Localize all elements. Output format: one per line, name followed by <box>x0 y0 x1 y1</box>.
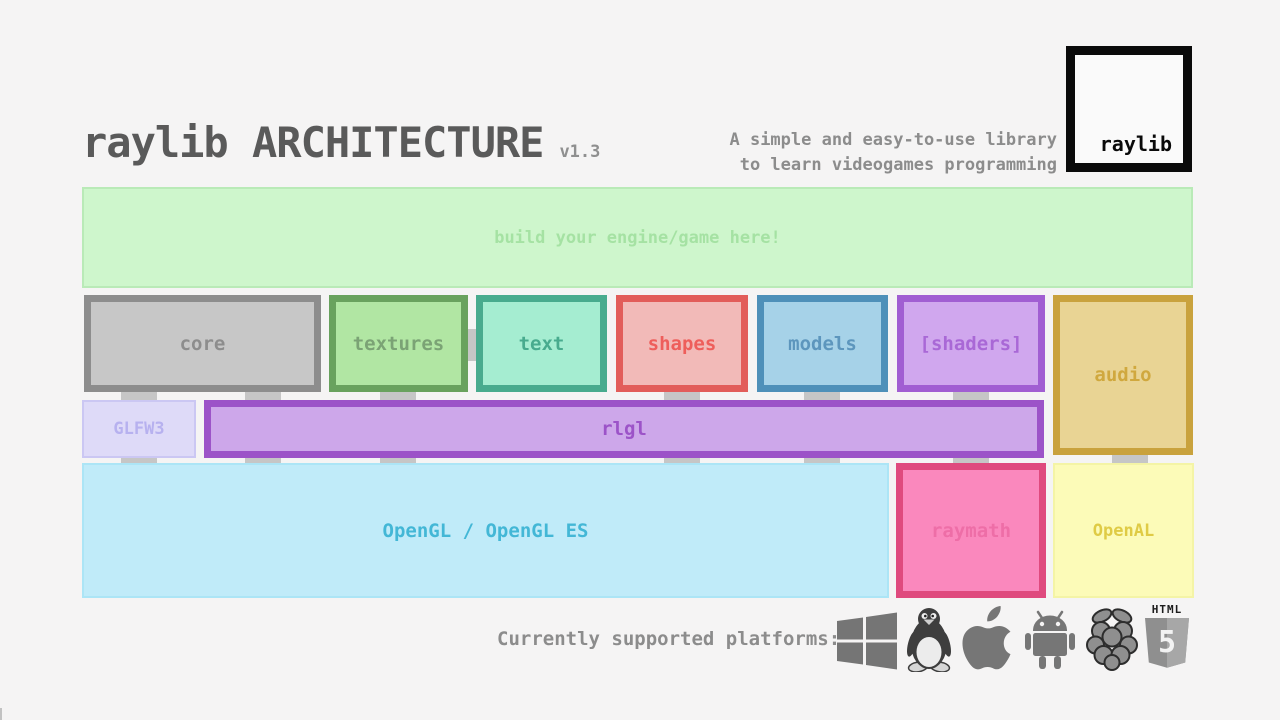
windows-icon <box>837 612 897 670</box>
library-opengl-label: OpenGL / OpenGL ES <box>382 519 589 542</box>
engine-box-label: build your engine/game here! <box>494 227 781 248</box>
module-textures-label: textures <box>352 332 445 355</box>
page-title-row: raylib ARCHITECTURE v1.3 <box>82 122 600 164</box>
library-glfw3-label: GLFW3 <box>113 419 165 439</box>
html5-icon: HTML 5 <box>1145 603 1189 668</box>
page-title: raylib ARCHITECTURE <box>82 118 544 167</box>
raspberry-pi-icon <box>1086 608 1138 671</box>
module-text-label: text <box>518 332 565 355</box>
library-openal: OpenAL <box>1053 463 1194 598</box>
engine-box: build your engine/game here! <box>82 187 1193 288</box>
module-audio: audio <box>1053 295 1193 455</box>
module-models-label: models <box>788 332 857 355</box>
tagline: A simple and easy-to-use library to lear… <box>729 128 1057 178</box>
module-audio-label: audio <box>1094 364 1152 386</box>
library-openal-label: OpenAL <box>1092 520 1155 541</box>
tagline-line-2: to learn videogames programming <box>739 155 1057 175</box>
module-rlgl: rlgl <box>204 400 1044 458</box>
version-label: v1.3 <box>559 142 601 162</box>
module-core: core <box>84 295 321 392</box>
library-opengl: OpenGL / OpenGL ES <box>82 463 889 598</box>
module-core-label: core <box>179 332 226 355</box>
library-glfw3: GLFW3 <box>82 400 196 458</box>
platforms-label: Currently supported platforms: <box>497 628 841 650</box>
module-rlgl-label: rlgl <box>601 418 647 440</box>
tagline-line-1: A simple and easy-to-use library <box>729 130 1057 150</box>
module-models: models <box>757 295 888 392</box>
module-shaders-label: [shaders] <box>919 332 1023 355</box>
module-shaders: [shaders] <box>897 295 1045 392</box>
apple-icon <box>962 606 1011 670</box>
module-raymath-label: raymath <box>930 519 1012 542</box>
svg-text:5: 5 <box>1158 625 1176 660</box>
svg-text:HTML: HTML <box>1152 603 1183 616</box>
raylib-logo-text: raylib <box>1099 132 1172 156</box>
android-icon <box>1025 610 1075 669</box>
module-shapes-label: shapes <box>647 332 717 355</box>
module-textures: textures <box>329 295 468 392</box>
linux-tux-icon <box>907 608 951 672</box>
module-raymath: raymath <box>896 463 1046 598</box>
module-text: text <box>476 295 607 392</box>
module-shapes: shapes <box>616 295 748 392</box>
screen-edge-artifact <box>0 708 2 720</box>
raylib-logo: raylib <box>1066 46 1192 172</box>
